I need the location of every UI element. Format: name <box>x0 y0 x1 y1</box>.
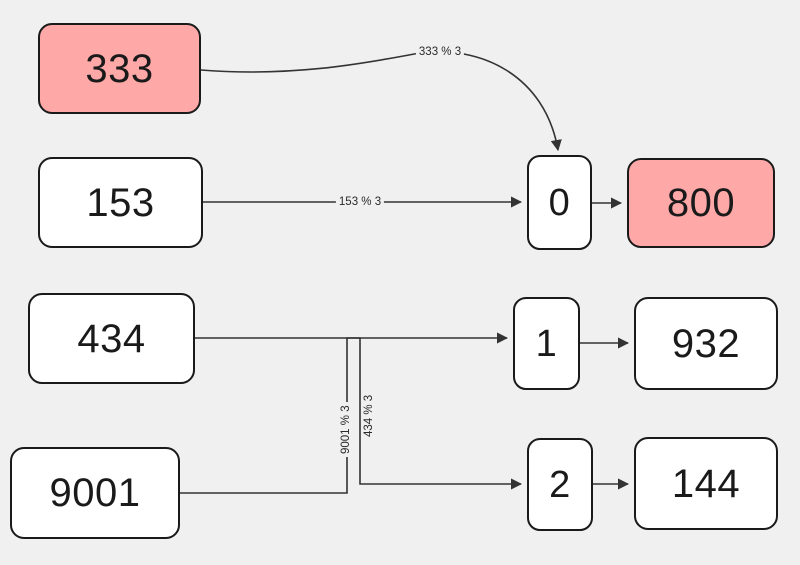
node-932-label: 932 <box>671 321 741 366</box>
node-bucket-1-label: 1 <box>535 322 558 365</box>
node-434[interactable]: 434 <box>28 293 195 384</box>
node-9001[interactable]: 9001 <box>10 447 180 539</box>
node-932[interactable]: 932 <box>634 297 778 390</box>
node-9001-label: 9001 <box>49 471 141 515</box>
node-144[interactable]: 144 <box>634 437 778 530</box>
node-bucket-0[interactable]: 0 <box>527 155 592 250</box>
edge-333-to-0 <box>200 51 562 152</box>
node-bucket-1[interactable]: 1 <box>513 297 580 390</box>
node-bucket-2[interactable]: 2 <box>527 438 593 531</box>
edge-label-9001-mod-3: 9001 % 3 <box>340 402 353 457</box>
node-bucket-2-label: 2 <box>549 463 571 506</box>
edge-label-333-mod-3: 333 % 3 <box>415 46 465 59</box>
node-bucket-0-label: 0 <box>548 181 571 224</box>
node-144-label: 144 <box>671 461 741 506</box>
node-434-label: 434 <box>77 316 146 361</box>
node-153-label: 153 <box>86 180 155 225</box>
edge-label-434-mod-3: 434 % 3 <box>363 391 376 440</box>
node-800-label: 800 <box>666 181 736 225</box>
node-153[interactable]: 153 <box>38 157 203 248</box>
node-800[interactable]: 800 <box>627 158 775 248</box>
node-333[interactable]: 333 <box>38 23 201 114</box>
edge-label-153-mod-3: 153 % 3 <box>335 196 385 209</box>
node-333-label: 333 <box>85 46 154 91</box>
edge-434-to-2 <box>195 337 523 490</box>
